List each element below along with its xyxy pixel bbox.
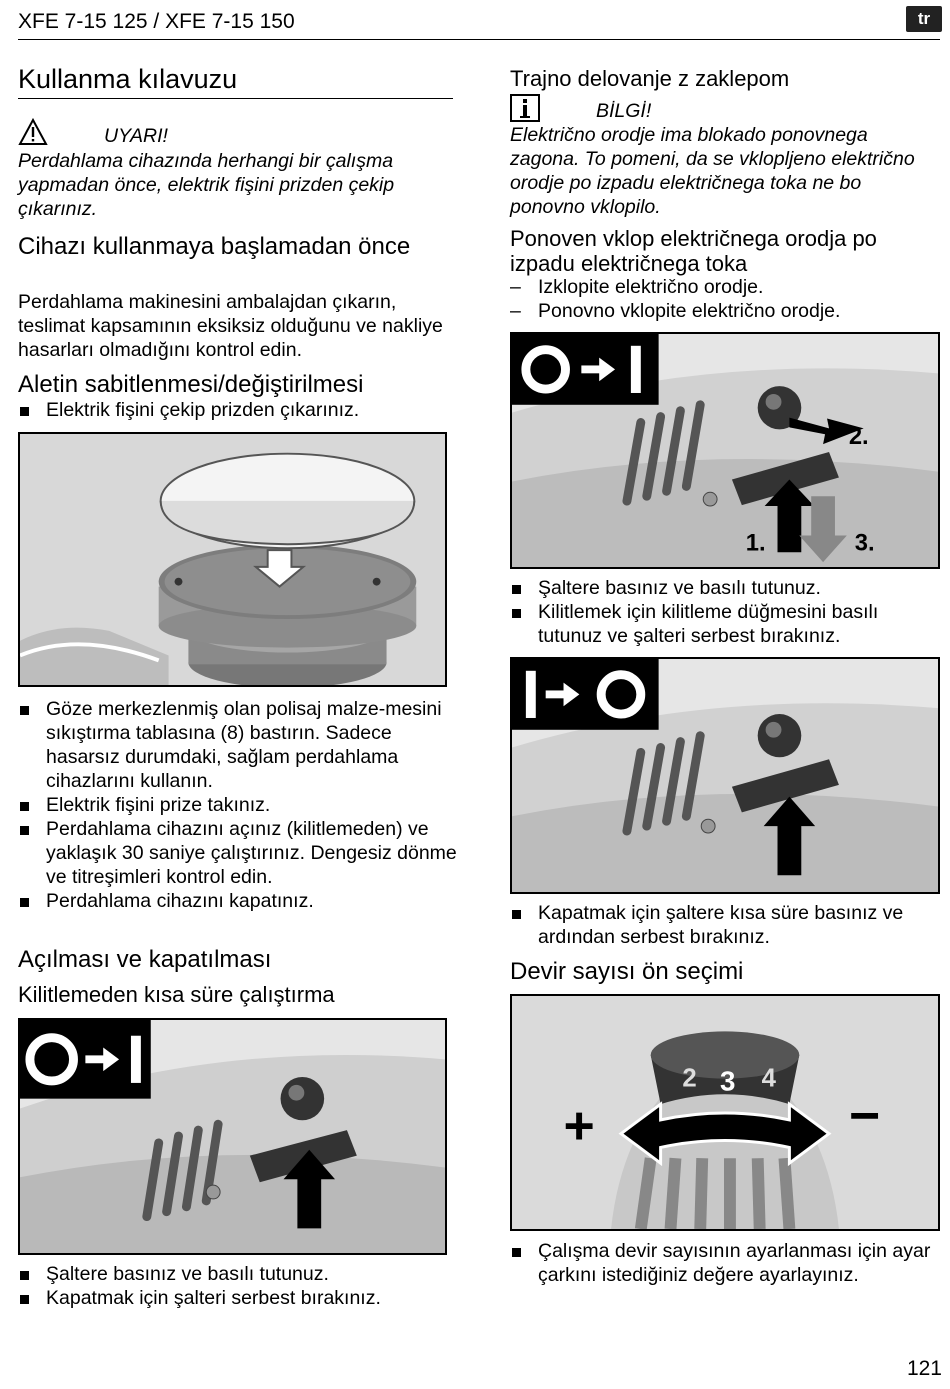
list-item: Göze merkezlenmiş olan polisaj malze-mes… xyxy=(18,697,458,793)
figure-polishing-pad xyxy=(18,432,447,687)
restart-heading: Ponoven vklop električnega orodja po izp… xyxy=(510,226,877,276)
list-item: Kapatmak için şalteri serbest bırakınız. xyxy=(18,1286,458,1310)
step-label-3: 3. xyxy=(855,530,875,556)
list-item: Kilitlemek için kilitleme düğmesini bası… xyxy=(510,600,940,648)
dial-number-2: 2 xyxy=(682,1065,696,1093)
list-item: Elektrik fişini prize takınız. xyxy=(18,793,458,817)
lock-heading: Trajno delovanje z zaklepom xyxy=(510,66,790,91)
plus-sign: + xyxy=(564,1097,595,1156)
mount-heading: Aletin sabitlenmesi/değiştirilmesi xyxy=(18,371,364,398)
section-heading-usage: Kullanma kılavuzu xyxy=(18,64,238,94)
document-header-title: XFE 7-15 125 / XFE 7-15 150 xyxy=(18,10,295,33)
speed-heading: Devir sayısı ön seçimi xyxy=(510,958,744,985)
restart-dash-list: Izklopite električno orodje. Ponovno vkl… xyxy=(510,275,940,323)
list-item: Ponovno vklopite električno orodje. xyxy=(510,299,940,323)
figure-switch-off xyxy=(510,657,940,894)
warning-text: Perdahlama cihazında herhangi bir çalışm… xyxy=(18,150,395,220)
mount-steps-list: Göze merkezlenmiş olan polisaj malze-mes… xyxy=(18,697,458,913)
list-item: Perdahlama cihazını açınız (kilitlemeden… xyxy=(18,817,458,889)
list-item: Elektrik fişini çekip prizden çıkarınız. xyxy=(18,398,458,422)
figure-switch-on-short xyxy=(18,1018,447,1255)
header-divider xyxy=(18,39,940,40)
onoff-heading: Açılması ve kapatılması xyxy=(18,946,272,973)
list-item: Kapatmak için şaltere kısa süre basınız … xyxy=(510,901,940,949)
list-item: Izklopite električno orodje. xyxy=(510,275,940,299)
step-label-1: 1. xyxy=(746,530,766,556)
figure-switch-lock: 1. 2. 3. xyxy=(510,332,940,569)
figure-speed-dial: 2 3 4 + − xyxy=(510,994,940,1231)
info-icon xyxy=(510,94,540,122)
heading-underline xyxy=(18,98,453,99)
list-item: Çalışma devir sayısının ayarlanması için… xyxy=(510,1239,940,1287)
before-use-heading: Cihazı kullanmaya başlamadan önce xyxy=(18,233,411,260)
list-item: Şaltere basınız ve basılı tutunuz. xyxy=(510,576,940,600)
short-run-list: Şaltere basınız ve basılı tutunuz. Kapat… xyxy=(18,1262,458,1310)
lock-list: Şaltere basınız ve basılı tutunuz. Kilit… xyxy=(510,576,940,648)
page-number: 121 xyxy=(906,1357,942,1380)
step-label-2: 2. xyxy=(849,424,869,450)
info-text: Električno orodje ima blokado ponovnega … xyxy=(510,124,915,218)
language-tab: tr xyxy=(906,6,942,32)
info-label: BİLGİ! xyxy=(596,100,652,122)
dial-number-3: 3 xyxy=(720,1065,735,1096)
before-use-text: Perdahlama makinesini ambalajdan çıkarın… xyxy=(18,291,443,361)
off-list: Kapatmak için şaltere kısa süre basınız … xyxy=(510,901,940,949)
warning-label: UYARI! xyxy=(104,125,168,147)
mount-bullet-list: Elektrik fişini çekip prizden çıkarınız. xyxy=(18,398,458,422)
dial-number-4: 4 xyxy=(762,1065,777,1093)
speed-list: Çalışma devir sayısının ayarlanması için… xyxy=(510,1239,940,1287)
minus-sign: − xyxy=(849,1087,880,1146)
warning-icon xyxy=(18,117,48,146)
list-item: Perdahlama cihazını kapatınız. xyxy=(18,889,458,913)
list-item: Şaltere basınız ve basılı tutunuz. xyxy=(18,1262,458,1286)
short-run-heading: Kilitlemeden kısa süre çalıştırma xyxy=(18,982,335,1007)
